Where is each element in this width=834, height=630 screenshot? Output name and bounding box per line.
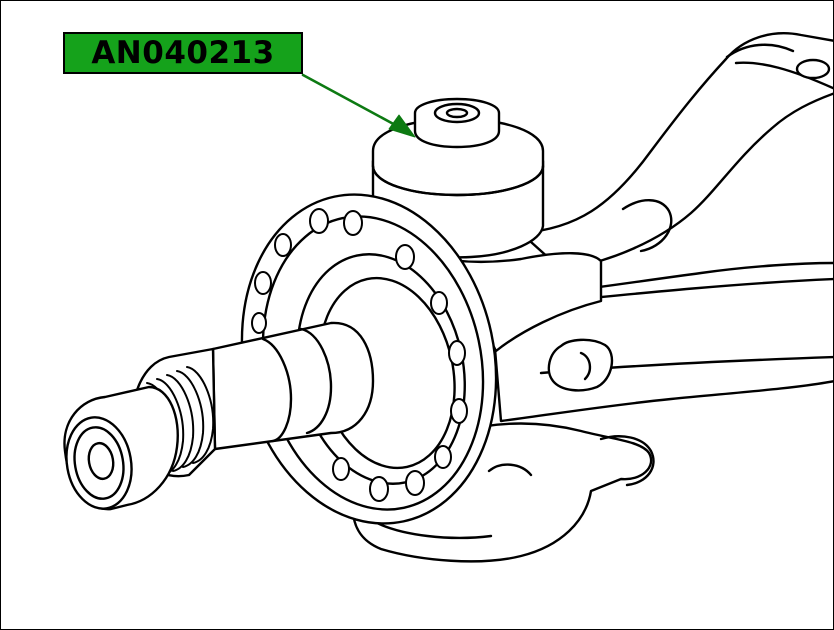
stub-axle — [63, 321, 375, 511]
part-number-callout: AN040213 — [63, 32, 303, 74]
callout-arrow — [301, 73, 416, 138]
top-mount — [371, 97, 545, 197]
upper-control-arm — [519, 32, 833, 271]
flange-bolt-holes — [251, 208, 468, 502]
